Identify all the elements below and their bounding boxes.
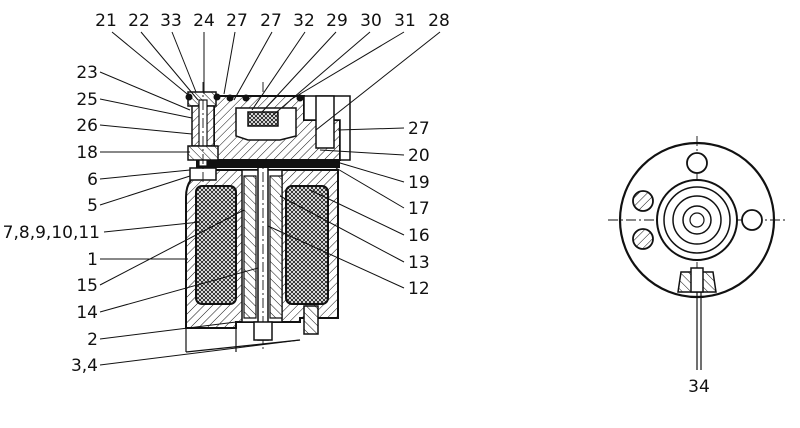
callout-6: 6 <box>87 170 98 190</box>
end-view-mounting-hole-right <box>741 209 763 231</box>
coil-left <box>195 185 237 305</box>
bottom-fitting <box>303 305 319 335</box>
callout-3-4: 3,4 <box>71 356 98 376</box>
end-view-hub-core <box>689 212 705 228</box>
diaphragm-plate <box>196 160 340 168</box>
callout-15: 15 <box>76 276 98 296</box>
leader-lines <box>99 31 441 366</box>
end-view-port-upper <box>632 190 654 212</box>
callout-27b: 27 <box>260 11 282 31</box>
callout-34: 34 <box>688 377 710 397</box>
right-port-bore <box>315 95 335 149</box>
section-view <box>185 82 351 353</box>
callout-1: 1 <box>87 250 98 270</box>
o-ring-cap-b <box>242 94 250 102</box>
callout-28: 28 <box>428 11 450 31</box>
callout-13: 13 <box>408 253 430 273</box>
o-ring-left-a <box>185 93 193 101</box>
callout-14: 14 <box>76 303 98 323</box>
end-view <box>608 136 786 370</box>
o-ring-left-b <box>213 93 221 101</box>
callout-12: 12 <box>408 279 430 299</box>
o-ring-cap-c <box>296 94 304 102</box>
coil-right <box>285 185 329 305</box>
o-ring-cap-a <box>226 94 234 102</box>
callout-7-8-9-10-11: 7,8,9,10,11 <box>3 223 100 243</box>
bottom-plug <box>253 321 273 341</box>
callout-27-right: 27 <box>408 119 430 139</box>
end-view-port-lower <box>632 228 654 250</box>
armature-sleeve <box>243 175 257 319</box>
callout-20: 20 <box>408 146 430 166</box>
callout-23: 23 <box>76 63 98 83</box>
callout-33: 33 <box>160 11 182 31</box>
valve-disc <box>247 111 279 127</box>
callout-2: 2 <box>87 330 98 350</box>
callout-19: 19 <box>408 173 430 193</box>
callout-27a: 27 <box>226 11 248 31</box>
callout-26: 26 <box>76 116 98 136</box>
callouts: 21 22 33 24 27 27 32 29 30 31 28 23 25 2… <box>3 11 710 397</box>
callout-5: 5 <box>87 196 98 216</box>
callout-18: 18 <box>76 143 98 163</box>
armature-sleeve-right <box>269 175 283 319</box>
callout-22: 22 <box>128 11 150 31</box>
end-view-mounting-hole-top <box>686 152 708 174</box>
callout-17: 17 <box>408 199 430 219</box>
end-view-fitting-bore <box>690 267 704 293</box>
callout-31: 31 <box>394 11 416 31</box>
callout-30: 30 <box>360 11 382 31</box>
callout-32: 32 <box>293 11 315 31</box>
callout-29: 29 <box>326 11 348 31</box>
callout-25: 25 <box>76 90 98 110</box>
callout-16: 16 <box>408 226 430 246</box>
callout-24: 24 <box>193 11 215 31</box>
callout-21: 21 <box>95 11 117 31</box>
